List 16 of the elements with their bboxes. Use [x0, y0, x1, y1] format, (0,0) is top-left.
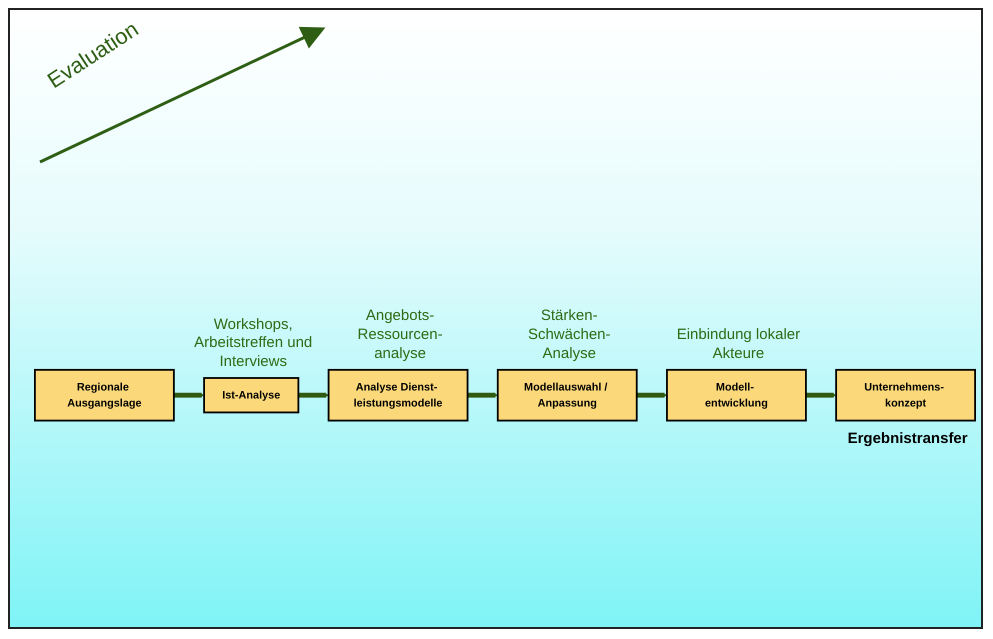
node-box	[666, 368, 807, 422]
caption-text: Ergebnistransfer	[846, 430, 969, 450]
arrow	[636, 392, 668, 398]
arrow	[468, 392, 498, 398]
arrow	[298, 392, 329, 398]
node-box	[328, 368, 468, 422]
annotation-text: Angebots- Ressourcen- analyse	[356, 307, 444, 364]
node-box	[835, 368, 976, 422]
arrow	[174, 392, 204, 398]
node-box	[34, 368, 175, 422]
node-box	[496, 368, 638, 422]
arrow	[806, 392, 836, 398]
annotation-text: Einbindung lokaler Akteure	[676, 326, 802, 364]
annotation-text: Stärken- Schwächen- Analyse	[526, 307, 612, 364]
node-box	[203, 376, 300, 414]
annotation-text: Workshops, Arbeitstreffen und Interviews	[193, 316, 314, 372]
